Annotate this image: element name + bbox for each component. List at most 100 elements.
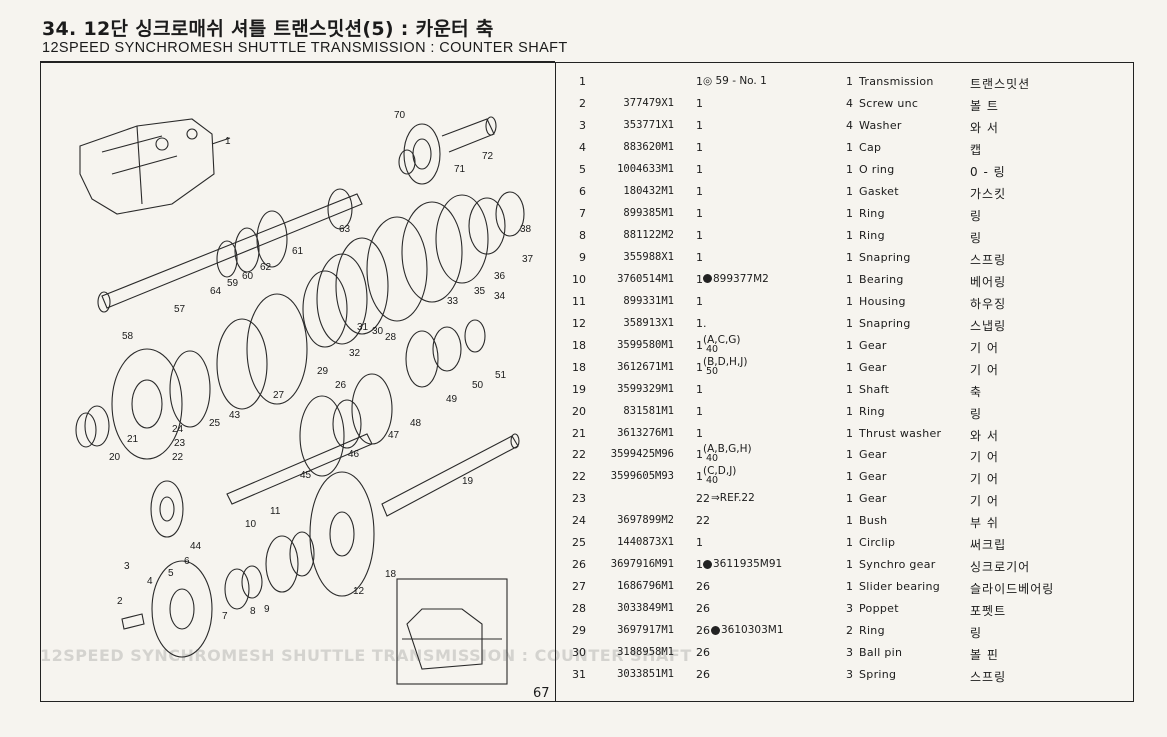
unit-count: 1 — [846, 272, 853, 286]
part-name-english: Washer — [859, 118, 902, 132]
part-name-english: Thrust washer — [859, 426, 942, 440]
unit-count: 1 — [846, 558, 853, 572]
svg-text:72: 72 — [482, 151, 494, 162]
part-number: 377479X1 — [623, 96, 674, 109]
part-name-korean: 와 서 — [970, 120, 999, 135]
part-sub-note: 40 — [706, 343, 719, 355]
svg-text:6: 6 — [184, 556, 190, 567]
part-note: (A,C,G) — [703, 334, 741, 346]
part-number: 3599425M96 — [610, 448, 674, 461]
part-number: 3599580M1 — [617, 338, 674, 351]
svg-text:45: 45 — [300, 470, 312, 481]
part-name-english: Gasket — [859, 184, 899, 198]
diagram-drawing — [75, 116, 525, 685]
part-name-english: Poppet — [859, 602, 899, 616]
part-name-english: Slider bearing — [859, 580, 941, 594]
ref-number: 31 — [572, 668, 586, 682]
ref-number: 3 — [579, 118, 586, 132]
svg-text:21: 21 — [127, 434, 139, 445]
svg-text:31: 31 — [357, 322, 369, 333]
ref-number: 10 — [572, 272, 586, 286]
qty-ref: 26 — [696, 624, 710, 638]
unit-count: 4 — [846, 96, 853, 110]
svg-text:12: 12 — [353, 586, 365, 597]
part-name-korean: 베어링 — [970, 274, 1007, 289]
part-note-text: (A,B,G,H) — [703, 443, 752, 456]
part-name-korean: 스프링 — [970, 670, 1007, 685]
part-note-text: (A,C,G) — [703, 333, 741, 346]
part-number: 353771X1 — [623, 118, 674, 131]
part-name-korean: 트랜스밋션 — [970, 77, 1031, 91]
ref-number: 9 — [579, 250, 586, 264]
unit-count: 4 — [846, 118, 853, 132]
part-name-korean: 링 — [970, 626, 983, 641]
svg-text:63: 63 — [339, 224, 351, 235]
ref-number: 18 — [572, 338, 586, 352]
svg-text:29: 29 — [317, 366, 329, 377]
part-name-english: Circlip — [859, 536, 896, 550]
part-name-korean: 기 어 — [970, 494, 999, 509]
svg-text:50: 50 — [472, 380, 484, 391]
qty-ref: 26 — [696, 580, 710, 594]
unit-count: 1 — [846, 470, 853, 484]
part-number: 358913X1 — [623, 316, 674, 329]
part-number: 3188958M1 — [617, 646, 674, 659]
qty-ref: 22 — [696, 492, 710, 506]
ref-number: 27 — [572, 580, 586, 594]
qty-ref: 1 — [696, 360, 703, 374]
part-name-korean: 기 어 — [970, 362, 999, 377]
part-name-english: Spring — [859, 668, 897, 682]
svg-text:60: 60 — [242, 271, 254, 282]
qty-ref: 1 — [696, 448, 703, 462]
svg-text:8: 8 — [250, 606, 256, 617]
part-note-text: (C,D,J) — [703, 465, 737, 478]
svg-text:30: 30 — [372, 326, 384, 337]
replacement-symbol-icon — [703, 274, 712, 284]
part-name-korean: 볼 핀 — [970, 648, 999, 663]
part-note-text: ⇒REF.22 — [711, 492, 755, 505]
svg-text:35: 35 — [474, 286, 486, 297]
part-name-english: Bearing — [859, 272, 904, 286]
part-name-english: Ball pin — [859, 646, 903, 660]
qty-ref: 22 — [696, 514, 710, 528]
svg-text:4: 4 — [147, 576, 153, 587]
ref-number: 5 — [579, 162, 586, 176]
unit-count: 1 — [846, 536, 853, 550]
svg-text:44: 44 — [190, 541, 202, 552]
part-number: 1440873X1 — [617, 536, 674, 549]
part-name-korean: 싱크로기어 — [970, 560, 1031, 575]
page-title-english: 12SPEED SYNCHROMESH SHUTTLE TRANSMISSION… — [42, 40, 568, 56]
part-name-english: Cap — [859, 140, 882, 154]
svg-text:19: 19 — [462, 476, 474, 487]
ref-number: 1 — [579, 75, 586, 88]
part-name-english: Gear — [859, 338, 887, 352]
part-name-korean: 써크립 — [970, 538, 1007, 553]
svg-text:2: 2 — [117, 596, 123, 607]
ref-number: 26 — [572, 558, 586, 572]
qty-ref: 1 — [696, 404, 703, 418]
qty-ref: 1 — [696, 558, 703, 572]
part-name-korean: 하우징 — [970, 296, 1007, 311]
part-note: 899377M2 — [703, 273, 769, 285]
svg-text:51: 51 — [495, 370, 507, 381]
part-number: 3697916M91 — [610, 558, 674, 571]
part-name-english: Snapring — [859, 250, 911, 264]
part-number: 899385M1 — [623, 206, 674, 219]
